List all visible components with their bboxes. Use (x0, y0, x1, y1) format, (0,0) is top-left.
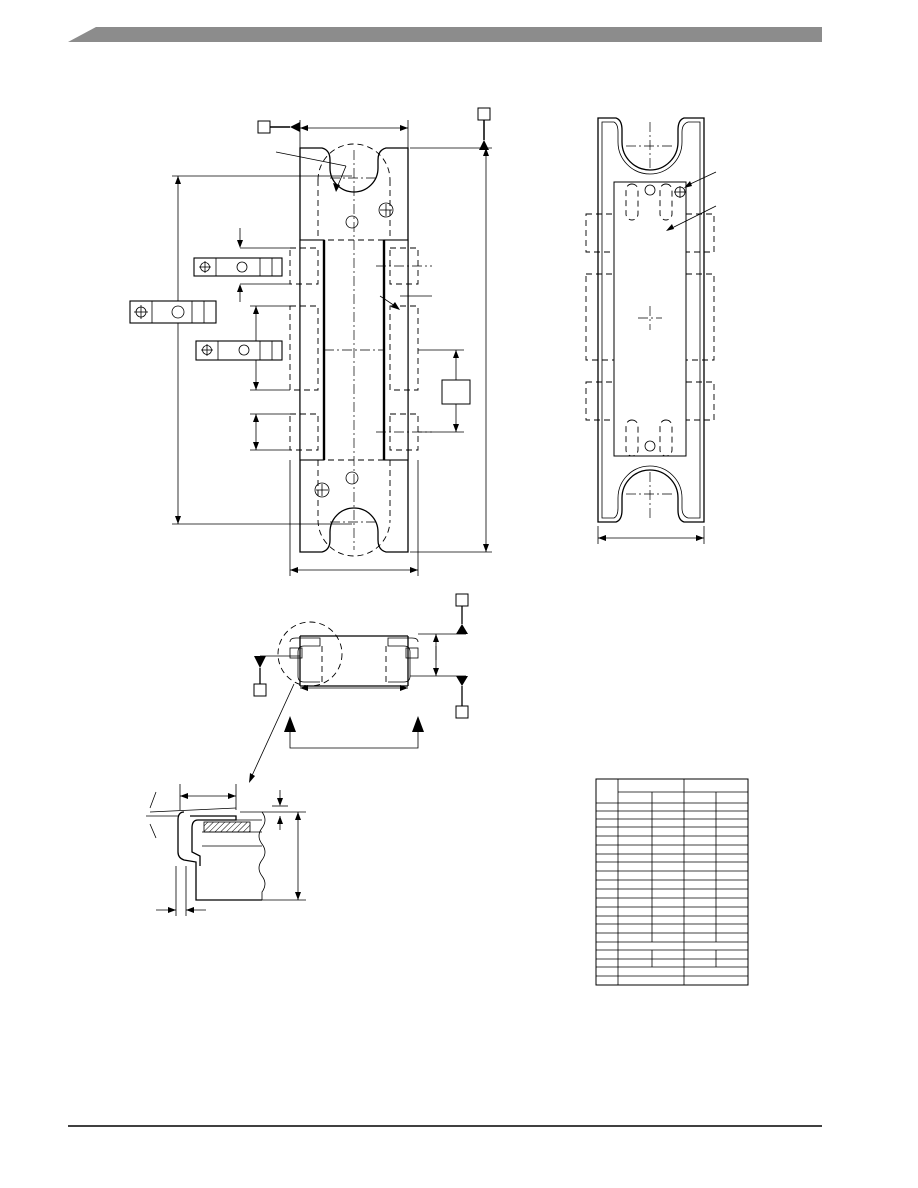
table-row-lines (596, 810, 748, 977)
feature-control-frame (193, 257, 283, 277)
package-body-outline (299, 147, 409, 553)
datum-box (253, 683, 267, 697)
detail-view (146, 784, 306, 916)
side-view (249, 593, 469, 783)
datum-box (257, 120, 271, 134)
datum-box (455, 593, 469, 607)
package-body-outline (597, 117, 705, 523)
lead-rail-left (299, 239, 325, 461)
dimension-table (595, 778, 749, 986)
mounting-hole (345, 215, 359, 229)
basic-dimension-box (441, 379, 471, 405)
datum-box (455, 705, 469, 719)
datum-box (477, 107, 491, 121)
bottom-view (585, 117, 717, 544)
lead-rail-right (383, 239, 409, 461)
feature-control-frame (129, 300, 217, 324)
feature-control-frame (195, 340, 283, 361)
top-view (129, 107, 492, 576)
lead (289, 247, 319, 285)
detail-callout-circle (277, 621, 343, 687)
header-bar (68, 27, 822, 42)
